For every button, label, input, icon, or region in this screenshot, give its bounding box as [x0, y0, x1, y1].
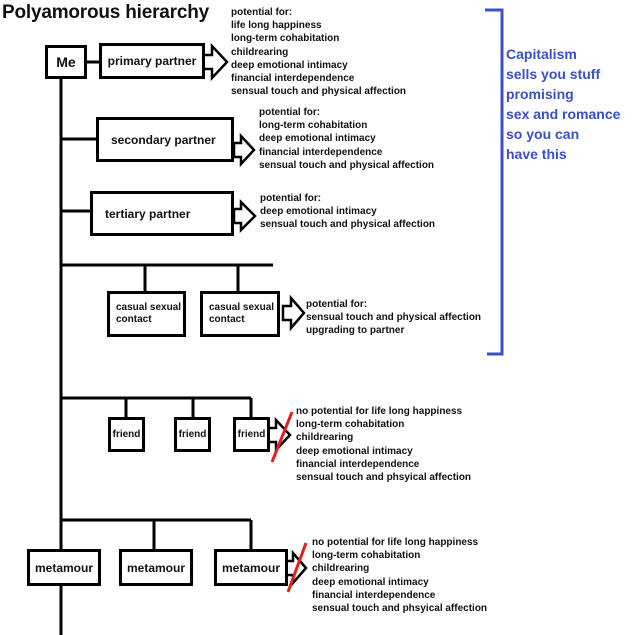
secondary-arrow-icon — [232, 132, 256, 168]
cap-line: sells you stuff — [506, 66, 601, 82]
primary-note: potential for: life long happiness long-… — [231, 6, 406, 98]
node-casual-contact-2: casual sexual contact — [200, 291, 280, 337]
note-line: childrearing — [312, 563, 370, 575]
node-metamour-3: metamour — [214, 549, 288, 586]
note-line: deep emotional intimacy — [296, 445, 413, 457]
note-line: no potential for life long happiness — [296, 406, 463, 417]
node-metamour-1: metamour — [27, 549, 101, 586]
note-line: sensual touch and phsyical affection — [296, 472, 472, 484]
note-line: long-term cohabitation — [259, 120, 368, 132]
note-line: financial interdependence — [231, 73, 355, 85]
cap-line: have this — [506, 146, 567, 162]
casual-arrow-icon — [281, 294, 306, 332]
note-line: deep emotional intimacy — [231, 59, 348, 71]
note-line: life long happiness — [231, 20, 322, 32]
casual-note: potential for: sensual touch and physica… — [306, 298, 481, 338]
cap-line: so you can — [506, 126, 580, 142]
note-line: deep emotional intimacy — [260, 206, 377, 218]
node-friend-1: friend — [108, 417, 145, 452]
note-line: childrearing — [296, 432, 354, 444]
capitalism-note: Capitalism sells you stuff promising sex… — [506, 44, 620, 164]
cap-line: Capitalism — [506, 46, 577, 62]
note-line: sensual touch and physical affection — [260, 219, 436, 231]
note-line: potential for: — [231, 7, 293, 18]
note-line: financial interdependence — [312, 589, 436, 601]
tertiary-arrow-icon — [232, 198, 257, 234]
note-line: childrearing — [231, 46, 289, 58]
note-line: sensual touch and physical affection — [306, 312, 482, 324]
note-line: financial interdependence — [259, 146, 383, 158]
note-line: financial interdependence — [296, 458, 420, 470]
tertiary-note: potential for: deep emotional intimacy s… — [260, 192, 435, 232]
note-line: potential for: — [259, 107, 321, 118]
note-line: long-term cohabitation — [312, 550, 421, 562]
secondary-note: potential for: long-term cohabitation de… — [259, 106, 434, 172]
diagram-title: Polyamorous hierarchy — [2, 2, 209, 23]
note-line: long-term cohabitation — [231, 33, 340, 45]
note-line: upgrading to partner — [306, 325, 405, 337]
note-line: potential for: — [260, 193, 322, 204]
note-line: sensual touch and phsyical affection — [312, 603, 488, 615]
node-primary-partner: primary partner — [99, 43, 205, 79]
primary-arrow-icon — [201, 42, 229, 82]
note-line: sensual touch and physical affection — [259, 159, 435, 171]
friend-note: no potential for life long happiness lon… — [296, 405, 471, 484]
metamour-note: no potential for life long happiness lon… — [312, 536, 487, 615]
node-metamour-2: metamour — [119, 549, 193, 586]
node-friend-3: friend — [233, 417, 270, 452]
note-line: potential for: — [306, 299, 368, 310]
note-line: no potential for life long happiness — [312, 537, 479, 548]
friend-strike-icon — [270, 411, 294, 463]
note-line: deep emotional intimacy — [312, 576, 429, 588]
node-me: Me — [45, 45, 87, 79]
note-line: sensual touch and physical affection — [231, 86, 407, 98]
capitalism-bracket — [485, 8, 504, 356]
note-line: deep emotional intimacy — [259, 133, 376, 145]
node-secondary-partner: secondary partner — [96, 117, 234, 162]
node-tertiary-partner: tertiary partner — [90, 191, 234, 236]
metamour-strike-icon — [286, 542, 308, 593]
node-casual-contact-1: casual sexual contact — [107, 291, 186, 337]
cap-line: promising — [506, 86, 574, 102]
note-line: long-term cohabitation — [296, 419, 405, 431]
node-friend-2: friend — [174, 417, 211, 452]
cap-line: sex and romance — [506, 106, 621, 122]
